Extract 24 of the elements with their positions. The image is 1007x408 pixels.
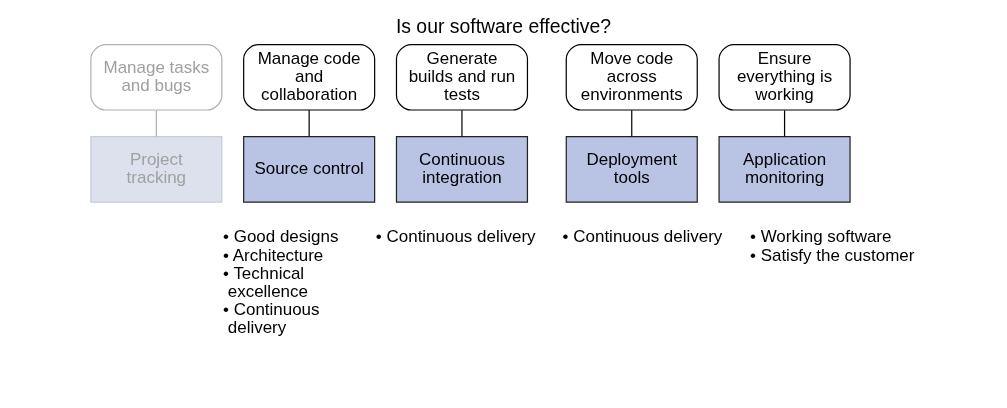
node-box: Project tracking [90, 136, 223, 203]
diagram-title: Is our software effective? [395, 15, 612, 38]
node-label: • Technical excellence [223, 263, 308, 302]
node-label: • Working software [750, 227, 892, 247]
node-label: • Good designs [223, 227, 339, 247]
node-label: • Continuous delivery [375, 227, 536, 247]
node-box: Ensure everything is working [718, 43, 851, 111]
node-box: Deployment tools [565, 136, 698, 203]
node-label: • Satisfy the customer [750, 245, 915, 265]
node-box: Move code across environments [565, 43, 698, 111]
connector [461, 109, 463, 138]
connector [155, 109, 157, 138]
node-box: Manage code and collaboration [243, 43, 376, 111]
node-box: Application monitoring [718, 136, 851, 203]
node-label: • Architecture [223, 245, 324, 265]
connector [783, 109, 786, 138]
connector [631, 109, 633, 138]
node-box: Continuous integration [395, 136, 529, 203]
node-box: Source control [243, 136, 376, 203]
node-label: • Continuous delivery [562, 227, 723, 247]
connector [308, 109, 310, 138]
node-label: • Continuous delivery [223, 300, 320, 338]
node-box: Generate builds and run tests [395, 43, 529, 111]
node-box: Manage tasks and bugs [90, 43, 223, 111]
